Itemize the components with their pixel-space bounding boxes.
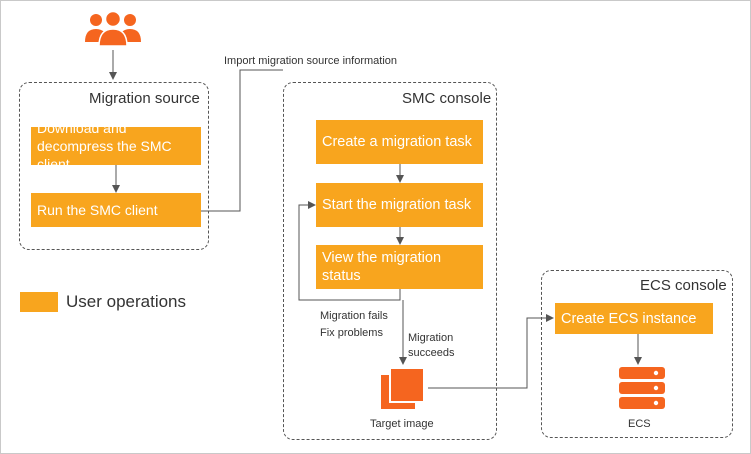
migration-fails-label: Migration fails [320,310,388,322]
ecs-label: ECS [628,418,651,430]
fail-loop-arrow [298,201,401,301]
import-connector [201,69,283,212]
fix-problems-label: Fix problems [320,327,383,339]
import-label: Import migration source information [224,55,398,67]
step-run-smc-client: Run the SMC client [31,193,201,227]
migration-source-title: Migration source [89,90,200,107]
image-to-ecs-arrow [428,314,554,389]
step-start-migration-task: Start the migration task [316,183,483,227]
step-create-ecs-instance: Create ECS instance [555,303,713,334]
smc-console-title: SMC console [402,90,492,107]
smc-console-group [283,82,497,440]
legend-label: User operations [66,292,187,311]
target-image-label: Target image [370,418,434,430]
ecs-console-group [541,270,733,438]
migration-succeeds-label: Migration succeeds [408,332,455,359]
step-view-migration-status: View the migration status [316,245,483,289]
server-icon [619,367,665,409]
legend-swatch [20,292,58,312]
ecs-console-title: ECS console [640,277,727,294]
migration-source-group [19,82,209,250]
step-create-migration-task: Create a migration task [316,120,483,164]
users-group-icon [85,10,141,47]
image-stack-icon [381,367,425,409]
